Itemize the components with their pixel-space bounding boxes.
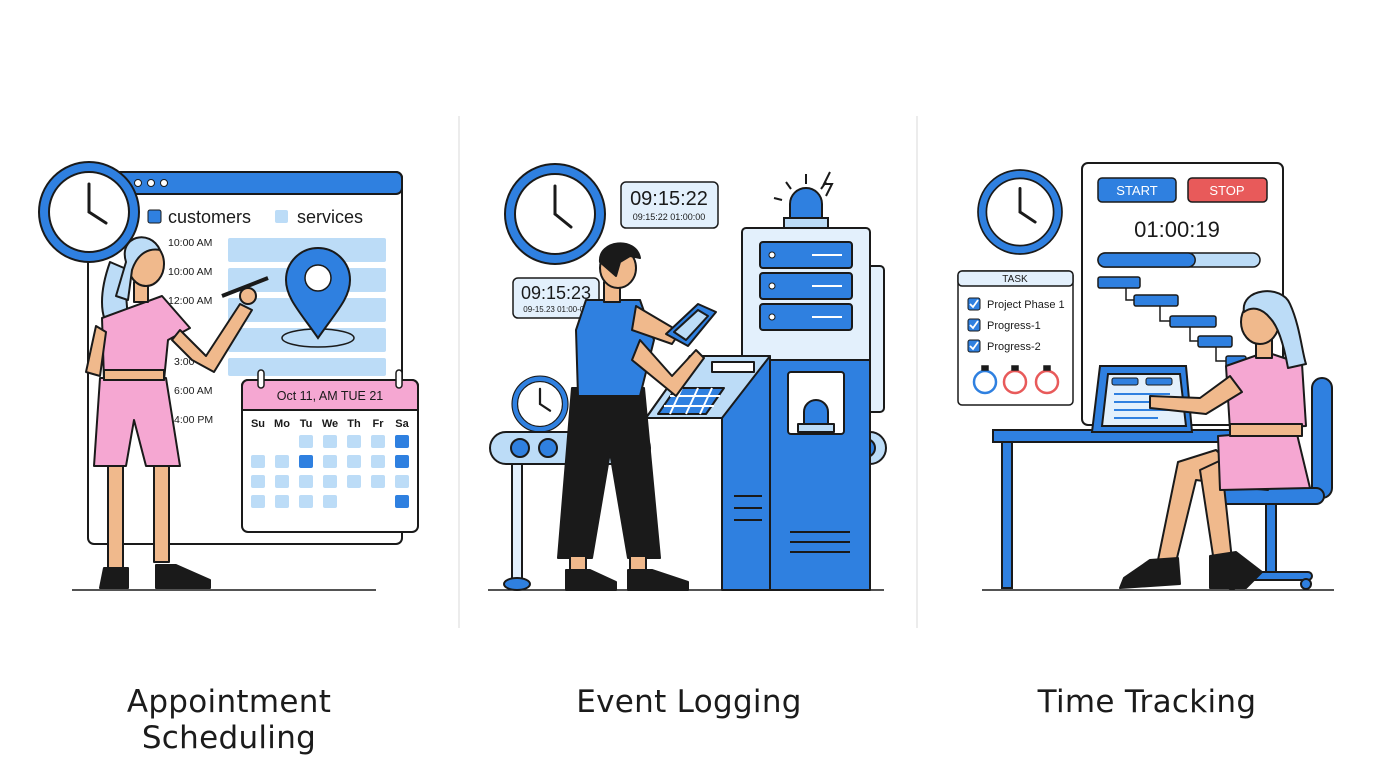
task-header: TASK	[1002, 274, 1028, 285]
panel-title-time-tracking: Time Tracking	[1037, 684, 1257, 720]
calendar-day-cell	[371, 455, 385, 468]
weekday-label: Sa	[395, 418, 409, 430]
calendar-day-cell	[347, 435, 361, 448]
weekday-label: Su	[251, 418, 265, 430]
services-swatch	[275, 210, 288, 223]
panel-title-appointment-scheduling: Appointment Scheduling	[126, 684, 332, 756]
customers-swatch	[147, 209, 162, 224]
timer-display: 01:00:19	[1134, 217, 1220, 242]
calendar-day-cell	[371, 435, 385, 448]
woman-seated-figure	[982, 290, 1334, 591]
time-labels: 10:00 AM 10:00 AM 12:00 AM 3:00 6:00 AM …	[168, 237, 213, 426]
calendar-day-cell	[251, 455, 265, 468]
appointment-scheduling-illustration: customers services 10:00 AM 10:00 AM 12:…	[38, 161, 419, 591]
calendar-day-cell	[299, 455, 313, 468]
time-label: 10:00 AM	[168, 266, 212, 278]
weekday-label: Fr	[373, 418, 385, 430]
log-entry-box	[512, 277, 600, 319]
task-checkbox[interactable]	[967, 339, 981, 353]
tablet-device	[1090, 365, 1194, 433]
calendar-day-cell	[395, 495, 409, 508]
calendar-day-cell	[347, 475, 361, 488]
calendar-day-cell	[299, 495, 313, 508]
calendar-weekdays: Su Mo Tu We Th Fr Sa	[251, 418, 410, 430]
logging-machine	[645, 355, 871, 591]
customers-legend-label: customers	[168, 207, 251, 227]
calendar-day-cell	[251, 495, 265, 508]
time-tracking-illustration: START STOP 01:00:19 TASK Project Phase 1	[957, 162, 1334, 591]
calendar-day-cell	[275, 495, 289, 508]
calendar-day-cell	[323, 495, 337, 508]
time-label: 6:00 AM	[174, 385, 213, 397]
stopwatch-icon	[972, 365, 1060, 395]
task-checkbox[interactable]	[967, 297, 981, 311]
task-checkbox[interactable]	[967, 318, 981, 332]
panel-title-event-logging: Event Logging	[576, 684, 802, 720]
weekday-label: Mo	[274, 418, 290, 430]
task-panel-header-bar	[957, 270, 1074, 287]
log-entry-box	[620, 181, 719, 229]
calendar-day-cell	[323, 455, 337, 468]
calendar-day-grid	[251, 435, 409, 508]
alarm-light-icon	[773, 171, 834, 229]
log-subtext: 09-15.23 01:00-08	[523, 305, 589, 314]
stop-button-label: STOP	[1209, 183, 1244, 198]
progress-fill	[1097, 252, 1196, 268]
log-time: 09:15:22	[630, 188, 708, 210]
clock-icon	[38, 161, 140, 263]
stop-button[interactable]	[1187, 177, 1268, 203]
calendar-day-cell	[371, 475, 385, 488]
calendar-day-cell	[299, 475, 313, 488]
task-item: Progress-2	[987, 341, 1041, 353]
calendar-header: Oct 11, AM TUE 21	[277, 389, 384, 403]
calendar-day-cell	[251, 475, 265, 488]
log-time: 09:15:23	[521, 283, 591, 303]
start-button[interactable]	[1097, 177, 1177, 203]
start-button-label: START	[1116, 183, 1157, 198]
calendar-day-cell	[275, 475, 289, 488]
calendar-day-cell	[275, 455, 289, 468]
man-with-tablet-figure	[557, 242, 717, 591]
clock-icon	[504, 163, 606, 265]
calendar-day-cell	[395, 435, 409, 448]
log-subtext: 09:15:22 01:00:00	[633, 212, 706, 222]
task-item: Progress-1	[987, 320, 1041, 332]
services-legend-label: services	[297, 207, 363, 227]
calendar-day-cell	[323, 435, 337, 448]
weekday-label: Tu	[300, 418, 313, 430]
clock-icon	[977, 169, 1063, 255]
task-item: Project Phase 1	[987, 299, 1065, 311]
woman-writing-figure	[72, 236, 376, 591]
event-logging-illustration: 09:15:22 09:15:22 01:00:00 09:15:23 09-1…	[488, 163, 887, 591]
time-label: 4:00 PM	[174, 414, 213, 426]
location-pin-icon	[281, 247, 355, 348]
calendar-day-cell	[395, 455, 409, 468]
time-label: 10:00 AM	[168, 237, 212, 249]
calendar-day-cell	[395, 475, 409, 488]
time-label: 12:00 AM	[168, 295, 212, 307]
time-label: 3:00	[174, 356, 195, 368]
gantt-chart	[1097, 276, 1247, 368]
calendar-day-cell	[323, 475, 337, 488]
weekday-label: Th	[347, 418, 361, 430]
weekday-label: We	[322, 418, 338, 430]
clock-icon	[511, 375, 569, 433]
calendar-day-cell	[299, 435, 313, 448]
calendar-day-cell	[347, 455, 361, 468]
